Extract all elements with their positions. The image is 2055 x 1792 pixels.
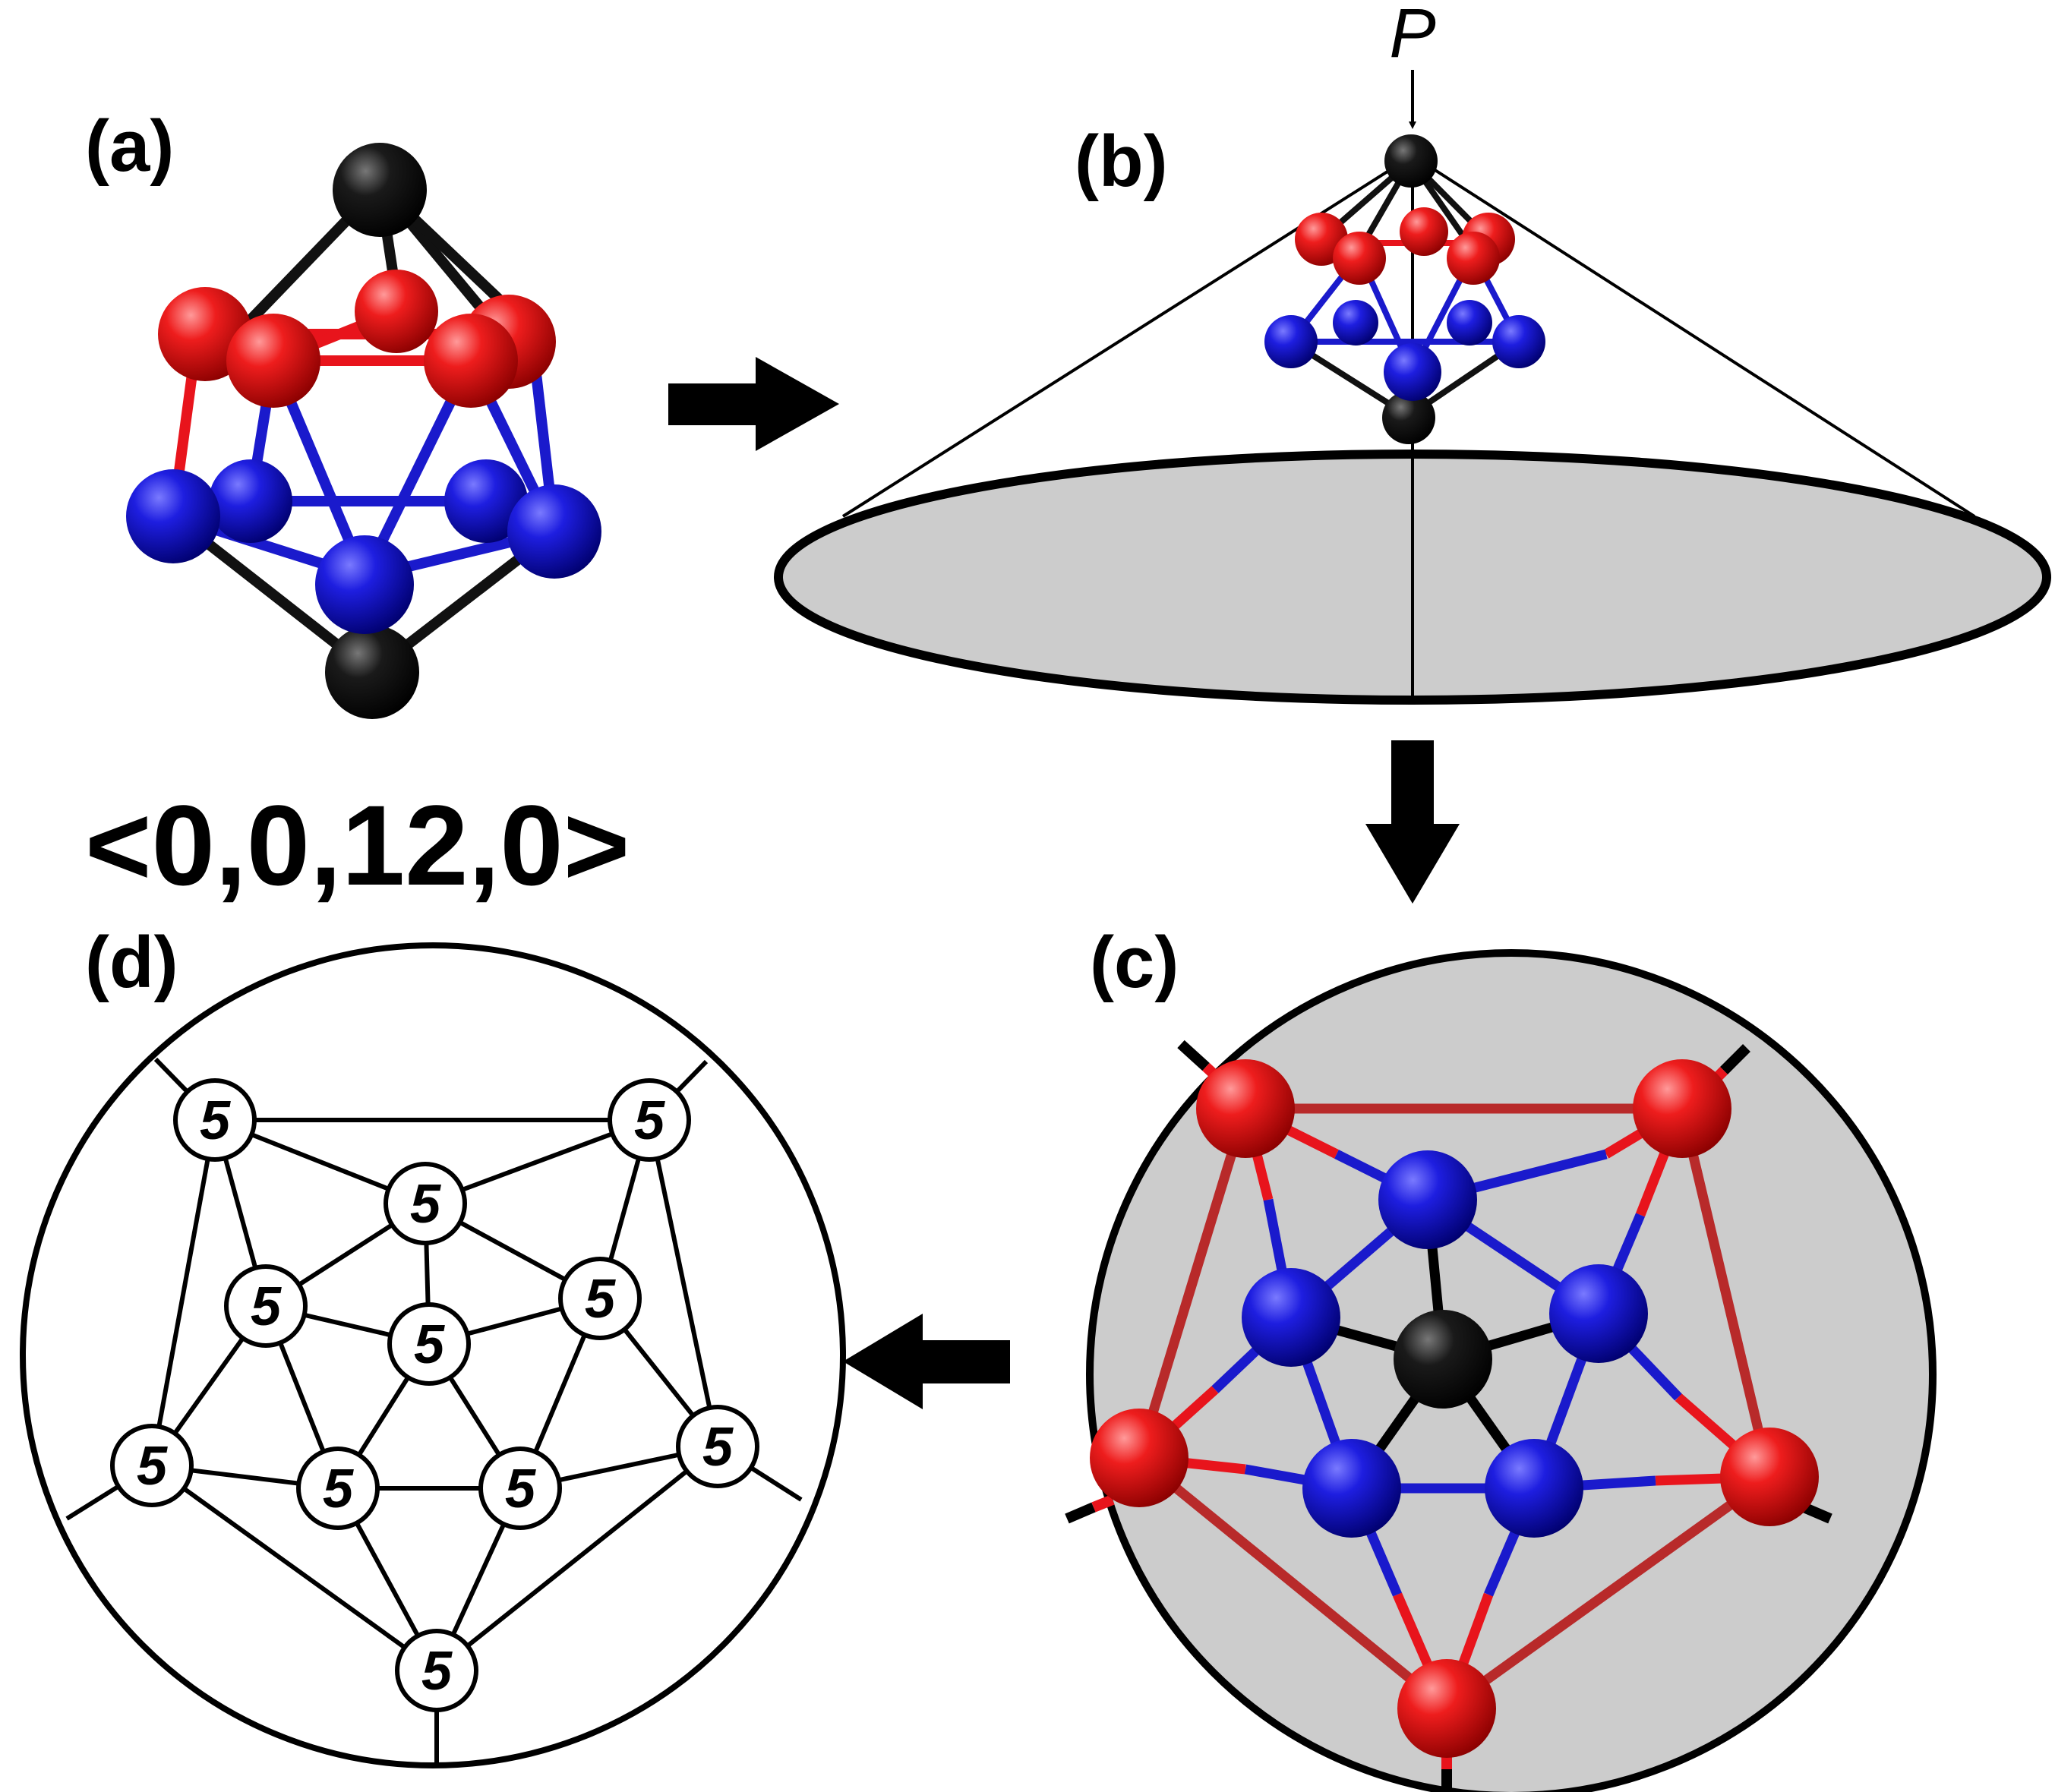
graph-node: 5 [387,1302,471,1386]
proj-atom-red-3 [1090,1409,1188,1507]
small-atom-blue-left [1264,315,1318,368]
panel-b: (b) P [774,0,2051,705]
atom-blue-front [315,535,414,634]
atom-blue-back-right [444,459,528,543]
graph-node: 5 [676,1405,759,1488]
node-label: 5 [421,1641,453,1702]
node-label: 5 [137,1436,168,1497]
node-label: 5 [585,1269,616,1330]
graph-nodes: 5 5 5 5 5 5 5 5 5 5 5 [110,1078,759,1712]
panel-c: (c) [1065,922,1937,1792]
small-atom-blue-front [1384,343,1441,401]
panel-d: (d) [20,922,846,1768]
atom-blue-right [507,484,601,579]
proj-atom-black-center [1394,1310,1492,1409]
proj-atom-blue-3 [1485,1439,1583,1538]
cluster-3d [126,143,601,719]
node-label: 5 [702,1417,734,1478]
atom-red-front-right [424,314,518,408]
small-atom-red-back [1400,207,1448,256]
proj-atom-red-2 [1633,1059,1731,1158]
node-label: 5 [410,1174,441,1235]
graph-node: 5 [608,1078,691,1162]
small-atom-black-top [1384,134,1438,188]
cone-line-right [1411,154,1976,518]
proj-atom-blue-5 [1242,1268,1340,1367]
small-atom-red-front-left [1333,232,1386,285]
panel-a-label: (a) [85,106,174,187]
arrow-right-icon [668,357,839,451]
proj-atom-red-1 [1196,1059,1295,1158]
graph-node: 5 [296,1447,380,1530]
node-label: 5 [414,1314,445,1375]
atom-black-top [333,143,427,237]
graph-node: 5 [558,1257,642,1340]
atom-red-front-left [226,314,320,408]
node-label: 5 [200,1090,231,1151]
small-atom-red-front-right [1447,232,1500,285]
node-label: 5 [251,1276,282,1337]
small-atom-blue-right [1492,315,1545,368]
arrow-left-icon [843,1314,1010,1409]
small-atom-black-bottom [1382,391,1435,444]
proj-atom-blue-1 [1378,1150,1477,1249]
atom-black-bottom [325,625,419,719]
cluster-index: <0,0,12,0> [85,781,630,909]
proj-atom-blue-4 [1302,1439,1401,1538]
panel-a: (a) [85,106,601,719]
cluster-small [1264,134,1545,444]
small-atom-blue-back-right [1447,300,1492,345]
atom-red-back [355,270,438,353]
panel-d-label: (d) [85,922,178,1003]
node-label: 5 [505,1459,536,1519]
small-atom-blue-back-left [1333,300,1378,345]
atom-blue-left [126,469,220,563]
graph-node: 5 [110,1424,194,1507]
graph-node: 5 [224,1264,308,1348]
proj-atom-blue-2 [1549,1264,1648,1363]
panel-c-label: (c) [1090,922,1179,1003]
node-label: 5 [634,1090,665,1151]
projection-point-label: P [1389,0,1435,72]
proj-atom-red-4 [1720,1428,1819,1526]
node-label: 5 [323,1459,354,1519]
graph-node: 5 [395,1629,478,1712]
proj-atom-red-5 [1397,1659,1496,1758]
projection-disk [1086,949,1937,1792]
outer-red-pentagon [1133,1103,1776,1715]
graph-node: 5 [173,1078,257,1162]
graph-node: 5 [478,1447,562,1530]
graph-node: 5 [384,1162,467,1245]
atom-blue-back-left [209,459,292,543]
arrow-down-icon [1365,740,1460,904]
panel-b-label: (b) [1075,121,1168,202]
